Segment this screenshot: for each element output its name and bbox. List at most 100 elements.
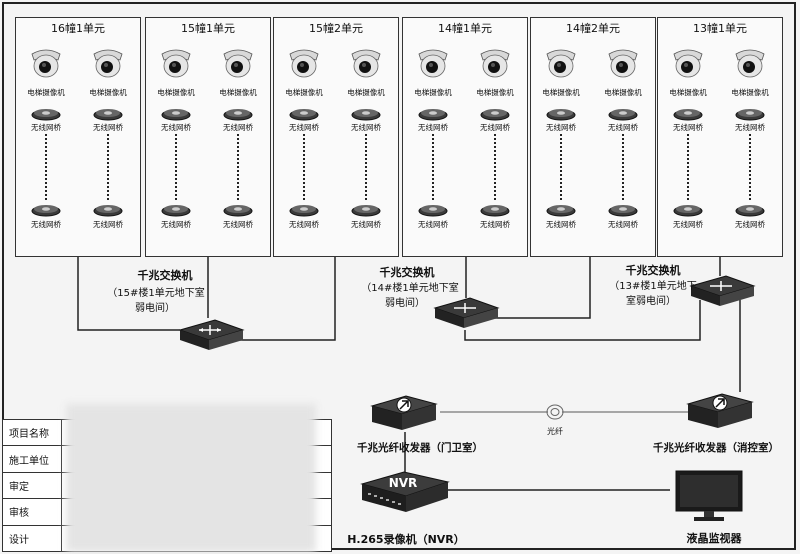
redacted-area — [66, 404, 316, 552]
wireless-bridge-icon — [480, 202, 510, 217]
bridge-label: 无线网桥 — [93, 123, 123, 132]
switch-3-icon — [689, 275, 756, 306]
bridge-label: 无线网桥 — [480, 220, 510, 229]
bridge-label: 无线网桥 — [161, 123, 191, 132]
bridge-label: 无线网桥 — [93, 220, 123, 229]
wireless-link-dashes — [494, 134, 496, 200]
switch-2-loc-line1: （14#楼1单元地下室 — [361, 283, 459, 294]
camera-label: 电梯摄像机 — [219, 88, 257, 97]
wireless-link-dashes — [687, 134, 689, 200]
building-unit-box: 14幢2单元电梯摄像机无线网桥无线网桥电梯摄像机无线网桥无线网桥 — [530, 17, 656, 257]
building-unit-box: 15幢1单元电梯摄像机无线网桥无线网桥电梯摄像机无线网桥无线网桥 — [145, 17, 271, 257]
bridge-label: 无线网桥 — [223, 123, 253, 132]
lcd-monitor-icon — [675, 470, 743, 521]
camera-label: 电梯摄像机 — [285, 88, 323, 97]
bridge-label: 无线网桥 — [31, 220, 61, 229]
bridge-label: 无线网桥 — [735, 220, 765, 229]
wireless-bridge-icon — [93, 106, 123, 121]
nvr-badge: NVR — [388, 476, 418, 490]
elevator-camera-icon — [415, 46, 451, 82]
elevator-camera-icon — [220, 46, 256, 82]
building-unit-box: 13幢1单元电梯摄像机无线网桥无线网桥电梯摄像机无线网桥无线网桥 — [657, 17, 783, 257]
wireless-bridge-icon — [161, 106, 191, 121]
bridge-label: 无线网桥 — [289, 220, 319, 229]
wireless-link-dashes — [622, 134, 624, 200]
elevator-camera-icon — [286, 46, 322, 82]
wireless-bridge-icon — [351, 202, 381, 217]
row-key: 审定 — [2, 471, 62, 500]
control-transceiver-label: 千兆光纤收发器（消控室） — [653, 442, 779, 454]
wireless-bridge-icon — [418, 106, 448, 121]
wireless-bridge-icon — [31, 106, 61, 121]
unit-title: 14幢1单元 — [438, 22, 492, 35]
wireless-link-dashes — [107, 134, 109, 200]
building-unit-box: 15幢2单元电梯摄像机无线网桥无线网桥电梯摄像机无线网桥无线网桥 — [273, 17, 399, 257]
elevator-camera-icon — [732, 46, 768, 82]
unit-title: 13幢1单元 — [693, 22, 747, 35]
wireless-bridge-icon — [351, 106, 381, 121]
wireless-bridge-icon — [608, 106, 638, 121]
unit-title: 14幢2单元 — [566, 22, 620, 35]
bridge-label: 无线网桥 — [351, 123, 381, 132]
bridge-label: 无线网桥 — [418, 123, 448, 132]
camera-label: 电梯摄像机 — [414, 88, 452, 97]
camera-label: 电梯摄像机 — [27, 88, 65, 97]
link-switch1-unit15b — [240, 257, 336, 341]
wireless-bridge-icon — [735, 202, 765, 217]
gate-transceiver-icon — [370, 395, 438, 430]
wireless-bridge-icon — [608, 202, 638, 217]
control-transceiver-icon — [686, 393, 754, 428]
switch-1-loc-line2: 弱电间） — [135, 303, 175, 314]
nvr-label: H.265录像机（NVR） — [347, 533, 465, 546]
wireless-link-dashes — [749, 134, 751, 200]
switch-3-loc-line2: 室弱电间） — [626, 296, 676, 307]
wireless-bridge-icon — [223, 202, 253, 217]
elevator-camera-icon — [348, 46, 384, 82]
wireless-link-dashes — [303, 134, 305, 200]
monitor-label: 液晶监视器 — [686, 532, 742, 545]
bridge-label: 无线网桥 — [418, 220, 448, 229]
fiber-coil-icon — [546, 404, 564, 420]
camera-label: 电梯摄像机 — [476, 88, 514, 97]
switch-2-loc-line2: 弱电间） — [385, 298, 425, 309]
link-switch2-unit14b — [495, 257, 591, 319]
wireless-bridge-icon — [289, 106, 319, 121]
switch-2-title: 千兆交换机 — [379, 266, 435, 279]
switch-2-icon — [433, 297, 500, 328]
wireless-bridge-icon — [673, 202, 703, 217]
unit-title: 15幢1单元 — [181, 22, 235, 35]
link-unit16-switch1 — [77, 257, 180, 331]
row-key: 施工单位 — [2, 445, 62, 473]
wireless-link-dashes — [45, 134, 47, 200]
camera-label: 电梯摄像机 — [542, 88, 580, 97]
wireless-link-dashes — [560, 134, 562, 200]
bridge-label: 无线网桥 — [31, 123, 61, 132]
bridge-label: 无线网桥 — [735, 123, 765, 132]
wireless-bridge-icon — [673, 106, 703, 121]
elevator-camera-icon — [543, 46, 579, 82]
wireless-link-dashes — [175, 134, 177, 200]
camera-label: 电梯摄像机 — [347, 88, 385, 97]
wireless-link-dashes — [432, 134, 434, 200]
wireless-bridge-icon — [289, 202, 319, 217]
elevator-camera-icon — [670, 46, 706, 82]
switch-1-loc-line1: （15#楼1单元地下室 — [107, 288, 205, 299]
row-key: 审核 — [2, 498, 62, 526]
unit-title: 16幢1单元 — [51, 22, 105, 35]
bridge-label: 无线网桥 — [480, 123, 510, 132]
nvr-icon — [360, 471, 450, 512]
bridge-label: 无线网桥 — [546, 123, 576, 132]
bridge-label: 无线网桥 — [289, 123, 319, 132]
wireless-bridge-icon — [480, 106, 510, 121]
wireless-bridge-icon — [546, 202, 576, 217]
switch-3-loc-line1: （13#楼1单元地下 — [609, 281, 697, 292]
fiber-label: 光纤 — [547, 427, 563, 436]
camera-label: 电梯摄像机 — [731, 88, 769, 97]
wireless-link-dashes — [365, 134, 367, 200]
wireless-bridge-icon — [31, 202, 61, 217]
wireless-bridge-icon — [735, 106, 765, 121]
elevator-camera-icon — [28, 46, 64, 82]
elevator-camera-icon — [90, 46, 126, 82]
